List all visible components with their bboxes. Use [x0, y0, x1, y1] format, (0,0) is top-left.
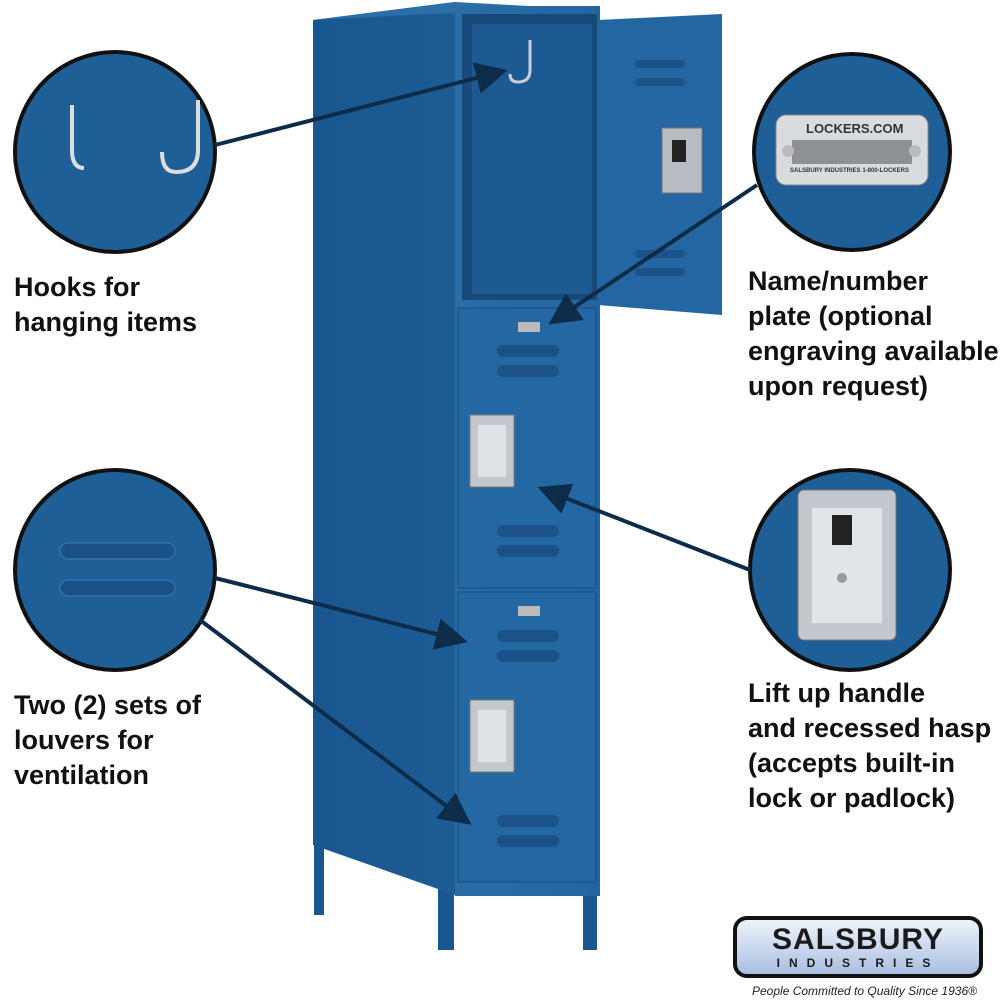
logo-name: SALSBURY	[772, 923, 944, 956]
handle-detail-circle	[748, 468, 952, 672]
hook-icon	[508, 40, 532, 84]
hook-icon	[160, 100, 200, 175]
top-compartment-interior	[472, 24, 592, 294]
handle-arrow	[537, 483, 751, 572]
salsbury-logo: SALSBURY INDUSTRIES	[733, 916, 983, 978]
hooks-detail-circle	[13, 50, 217, 254]
plate-arrow	[548, 183, 759, 325]
logo-sub: INDUSTRIES	[776, 956, 940, 970]
bottom-door	[457, 591, 597, 883]
plate-callout: Name/number plate (optional engraving av…	[748, 266, 999, 401]
hooks-arrow	[214, 62, 508, 147]
hook-icon	[70, 105, 85, 170]
logo-tagline: People Committed to Quality Since 1936®	[752, 984, 977, 998]
louvers-arrow-bottom	[198, 618, 472, 825]
louvers-callout: Two (2) sets of louvers for ventilation	[14, 690, 202, 790]
locker-side	[313, 2, 455, 895]
louvers-detail-circle	[13, 468, 217, 672]
locker-legs	[314, 845, 597, 950]
hooks-callout: Hooks for hanging items	[14, 272, 198, 337]
louvers-arrow-middle	[214, 576, 468, 650]
plate-detail-circle	[752, 52, 952, 252]
open-door	[598, 14, 722, 315]
plate-text-bottom: SALSBURY INDUSTRIES 1-800-LOCKERS	[790, 168, 910, 174]
callout-arrows	[198, 62, 759, 825]
middle-door	[457, 307, 597, 589]
handle-callout: Lift up handle and recessed hasp (accept…	[748, 678, 992, 813]
plate-text-top: LOCKERS.COM	[806, 121, 904, 136]
